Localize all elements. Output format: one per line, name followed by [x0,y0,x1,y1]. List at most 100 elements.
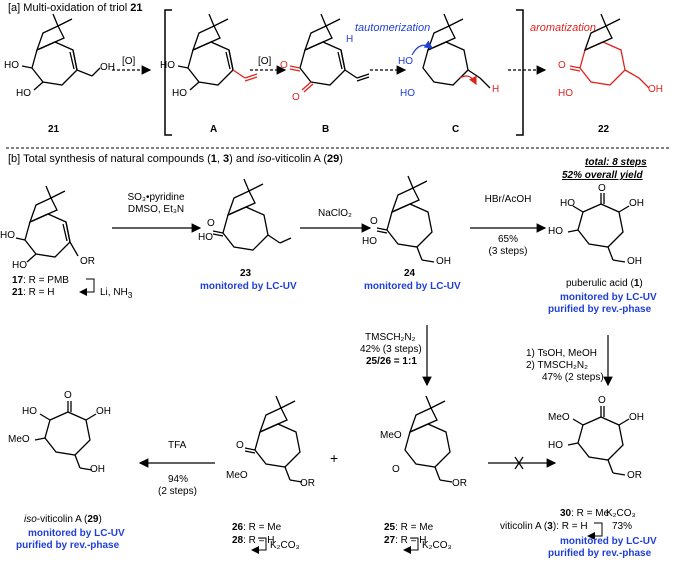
step1-reagent-1: SO₃•pyridine [127,192,185,203]
panel-a-header: [a] Multi-oxidation of triol 21 [8,2,143,14]
A-aldehyde [232,69,258,82]
step2-reagent: NaClO₂ [318,208,352,219]
atom-o-30: O [598,395,606,406]
atom-ho-24: HO [362,236,377,247]
k2co3-25: K₂CO₃ [422,540,452,551]
k2co3-yield: 73% [612,521,633,532]
k2co3-26: K₂CO₃ [270,540,300,551]
atom-or-17: OR [80,256,95,267]
arrow-label-o2: [O] [258,56,272,67]
atom-ho2-17: HO [12,260,27,271]
purified-3: purified by rev.-phase [548,548,652,559]
label-24: 24 [404,268,416,279]
label-30: 30: R = Me [560,508,610,519]
atom-ho-23: HO [198,232,213,243]
monitored-23: monitored by LC-UV [200,281,297,292]
atom-hplus-C: H [492,84,500,95]
tsoh-yield: 47% (2 steps) [542,372,604,383]
atom-o-B1: O [280,60,288,71]
atom-or-25: OR [452,478,467,489]
structure-A [177,13,234,91]
structure-25 [404,395,453,483]
bracket-left [164,9,172,136]
atom-o-B2: O [292,92,300,103]
C-electron-arrows [411,40,477,86]
tautomerization-label: tautomerization [355,22,431,34]
atom-ho-29: HO [22,406,37,417]
monitored-3: monitored by LC-UV [560,536,657,547]
step3-steps: (3 steps) [488,246,528,257]
atom-h-B: H [346,34,354,45]
atom-o-23: O [207,218,215,229]
tfa-reagent: TFA [168,440,187,451]
atom-o-24: O [370,216,378,227]
structure-23 [212,178,292,251]
atom-ho-1a: HO [560,198,575,209]
label-25: 25: R = Me [384,522,434,533]
label-21: 21 [48,124,60,135]
k2co3-30: K₂CO₃ [606,508,636,519]
atom-oh-1: OH [629,198,644,209]
atom-or-26: OR [300,478,315,489]
structure-21 [21,13,101,91]
overall-yield: 52% overall yield [562,170,643,181]
atom-ho2-C: HO [400,88,415,99]
tfa-steps: (2 steps) [158,486,197,497]
li-nh3-label: Li, NH3 [100,287,133,300]
atom-meo-25: MeO [380,430,402,441]
label-C: C [452,124,460,135]
structure-1 [567,193,630,263]
tms-yield: 42% (3 steps) [360,344,422,355]
atom-meo-30: MeO [548,412,570,423]
tms-reagent: TMSCH₂N₂ [365,332,416,343]
atom-ho2-A: HO [172,88,187,99]
total-steps: total: 8 steps [585,157,647,168]
step3-reagent: HBr/AcOH [484,194,532,205]
atom-ho-A: HO [160,60,175,71]
plus-sign: + [330,450,339,466]
structure-B [299,13,370,86]
step1-reagent-2: DMSO, Et₃N [127,204,185,215]
label-A: A [210,124,218,135]
structure-22 [569,41,650,89]
atom-o-1: O [598,183,606,194]
bracket-right [516,9,524,136]
label-21b: 21: R = H [12,287,55,298]
atom-oh2-29: OH [90,464,105,475]
atom-oh2-1: OH [627,256,642,267]
atom-meo-26: MeO [226,470,248,481]
tsoh-step2: 2) TMSCH₂N₂ [526,360,589,371]
atom-ho-C: HO [398,56,413,67]
monitored-1: monitored by LC-UV [560,292,657,303]
label-27: 27: R = H [384,535,427,546]
purified-1: purified by rev.-phase [548,304,652,315]
monitored-29: monitored by LC-UV [28,528,125,539]
atom-ho-22: HO [558,88,573,99]
atom-or-30: OR [627,470,642,481]
atom-meo-29: MeO [8,434,30,445]
step3-yield: 65% [497,234,518,245]
atom-oh-24: OH [436,256,451,267]
atom-ho-17: HO [0,230,15,241]
purified-29: purified by rev.-phase [16,540,120,551]
li-nh3-arrow [79,278,95,296]
structure-17 [15,185,79,263]
atom-o-25: O [392,464,400,475]
label-17: 17: R = PMB [12,275,69,286]
tms-ratio: 25/26 = 1:1 [366,356,417,367]
label-B: B [322,124,330,135]
atom-oh-29: OH [96,406,111,417]
label-23: 23 [240,268,252,279]
structure-29 [34,401,97,471]
tsoh-step1: 1) TsOH, MeOH [526,348,597,359]
atom-ho-1b: HO [548,226,563,237]
label-26: 26: R = Me [232,522,282,533]
label-22: 22 [598,124,610,135]
aromatization-label: aromatization [530,22,597,34]
tfa-yield: 94% [168,474,189,485]
label-28: 28: R = H [232,535,275,546]
arrow-label-o1: [O] [122,56,136,67]
structure-24 [376,175,435,263]
structure-C [422,13,491,89]
atom-oh-22: OH [648,84,663,95]
